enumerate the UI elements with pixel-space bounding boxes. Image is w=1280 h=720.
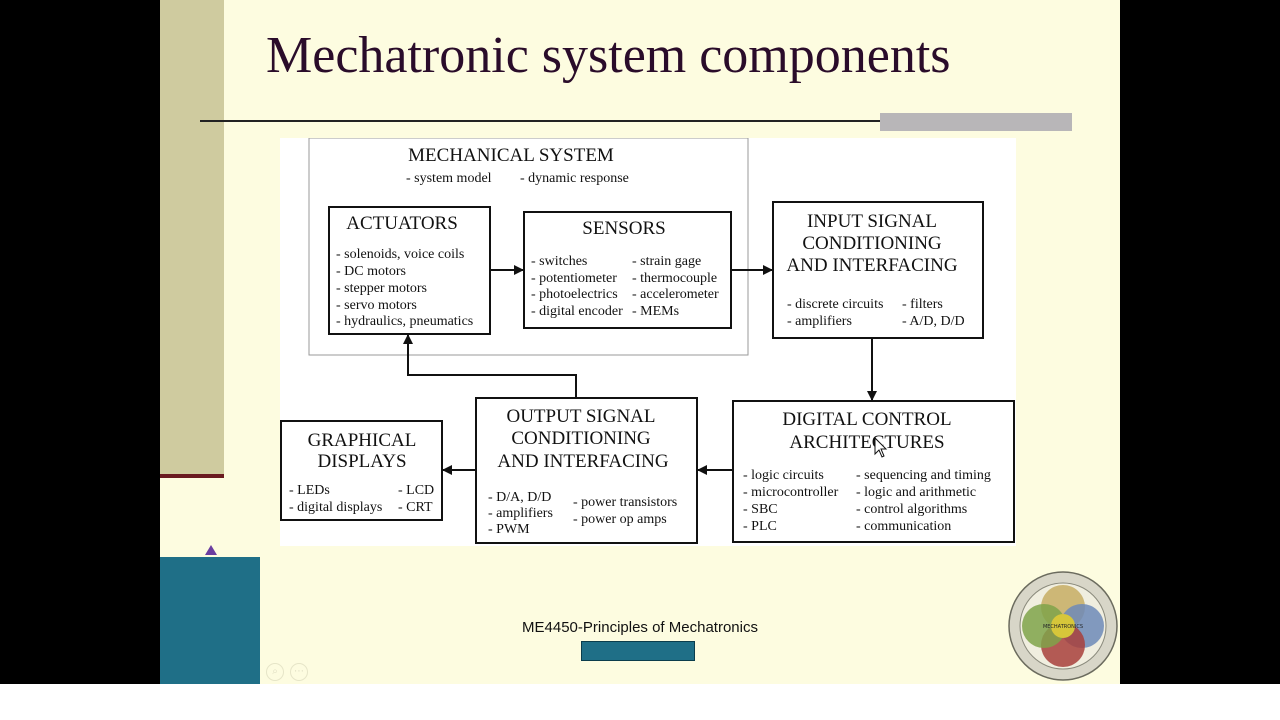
sensors-item: - MEMs (632, 304, 679, 319)
mouse-cursor-icon (874, 436, 888, 458)
zoom-icon[interactable]: ⌕ (266, 663, 284, 681)
graphical-displays-item: - LCD (398, 483, 434, 498)
digital-control-item: - control algorithms (856, 502, 967, 517)
digital-control-item: - microcontroller (743, 485, 839, 500)
slide-title: Mechatronic system components (266, 27, 951, 84)
input-conditioning-title: CONDITIONING (802, 233, 942, 254)
digital-control-item: - sequencing and timing (856, 468, 991, 483)
teal-accent-block (160, 557, 260, 684)
input-conditioning-box (772, 201, 984, 339)
sensors-item: - thermocouple (632, 271, 717, 286)
graphical-displays-item: - digital displays (289, 500, 382, 515)
actuators-item: - solenoids, voice coils (336, 247, 464, 262)
output-conditioning-item: - amplifiers (488, 506, 553, 521)
input-conditioning-title: AND INTERFACING (786, 255, 957, 276)
title-accent (880, 113, 1072, 131)
sensors-item: - digital encoder (531, 304, 623, 319)
input-conditioning-item: - filters (902, 297, 943, 312)
digital-control-title: ARCHITECTURES (789, 432, 944, 453)
output-conditioning-title: AND INTERFACING (497, 451, 668, 472)
arrow-output-to-actuators (403, 334, 577, 398)
output-conditioning-item: - D/A, D/D (488, 490, 551, 505)
input-conditioning-title: INPUT SIGNAL (807, 211, 937, 232)
mechanical-system-box (308, 137, 749, 356)
sensors-item: - accelerometer (632, 287, 719, 302)
digital-control-item: - SBC (743, 502, 778, 517)
sensors-item: - strain gage (632, 254, 701, 269)
title-rule (200, 120, 1072, 122)
digital-control-item: - logic circuits (743, 468, 824, 483)
left-accent-line (160, 474, 224, 478)
input-conditioning-item: - A/D, D/D (902, 314, 965, 329)
mechanical-item: - dynamic response (520, 171, 629, 186)
actuators-item: - servo motors (336, 298, 417, 313)
actuators-item: - DC motors (336, 264, 406, 279)
actuators-item: - stepper motors (336, 281, 427, 296)
block-diagram: MECHANICAL SYSTEM - system model - dynam… (280, 137, 1016, 546)
logo-center-text: MECHATRONICS (1043, 624, 1083, 630)
mechatronics-logo: MECHATRONICS (1008, 571, 1118, 681)
bottom-strip (0, 684, 1280, 720)
sensors-item: - photoelectrics (531, 287, 618, 302)
output-conditioning-box (475, 397, 698, 544)
graphical-displays-box (280, 420, 443, 521)
left-accent-bar (160, 0, 224, 476)
footer-course-title: ME4450-Principles of Mechatronics (522, 619, 758, 636)
mechanical-system-title: MECHANICAL SYSTEM (408, 145, 614, 166)
sensors-title: SENSORS (582, 218, 665, 239)
output-conditioning-item: - PWM (488, 522, 530, 537)
digital-control-box (732, 400, 1015, 543)
sensors-item: - switches (531, 254, 587, 269)
graphical-displays-title: DISPLAYS (317, 451, 406, 472)
graphical-displays-item: - CRT (398, 500, 433, 515)
footer-bar (581, 641, 695, 661)
output-conditioning-title: CONDITIONING (511, 428, 651, 449)
sensors-item: - potentiometer (531, 271, 617, 286)
input-conditioning-item: - discrete circuits (787, 297, 883, 312)
actuators-item: - hydraulics, pneumatics (336, 314, 473, 329)
output-conditioning-item: - power op amps (573, 512, 667, 527)
output-conditioning-title: OUTPUT SIGNAL (506, 406, 655, 427)
digital-control-title: DIGITAL CONTROL (782, 409, 951, 430)
graphical-displays-item: - LEDs (289, 483, 330, 498)
digital-control-item: - logic and arithmetic (856, 485, 976, 500)
output-conditioning-item: - power transistors (573, 495, 677, 510)
slide: Mechatronic system components MECHANICAL… (160, 0, 1120, 684)
mechanical-item: - system model (406, 171, 492, 186)
input-conditioning-item: - amplifiers (787, 314, 852, 329)
actuators-title: ACTUATORS (346, 213, 458, 234)
more-icon[interactable]: ⋯ (290, 663, 308, 681)
digital-control-item: - communication (856, 519, 951, 534)
teal-marker-icon (205, 545, 217, 555)
sensors-box (523, 211, 732, 329)
digital-control-item: - PLC (743, 519, 777, 534)
graphical-displays-title: GRAPHICAL (308, 430, 417, 451)
